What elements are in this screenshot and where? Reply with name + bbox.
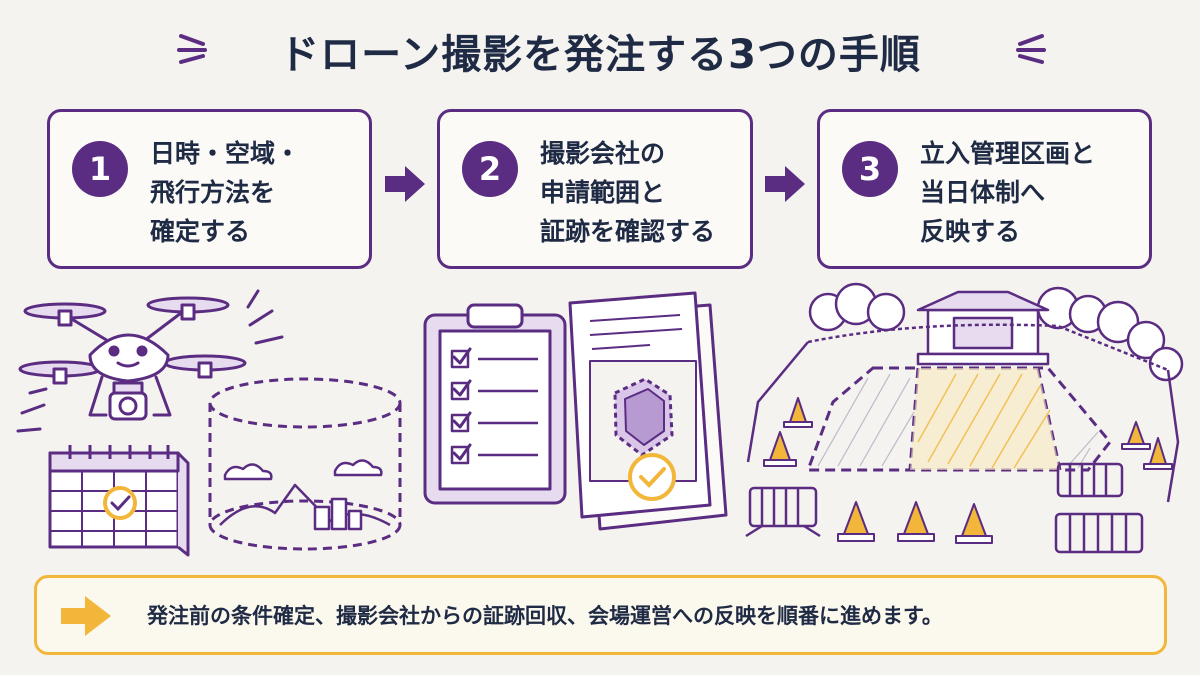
- step-line: 証跡を確認する: [540, 217, 716, 246]
- step-line: 立入管理区画と: [920, 139, 1096, 168]
- step-line: 確定する: [150, 217, 251, 246]
- step-description: 立入管理区画と 当日体制へ 反映する: [920, 134, 1141, 251]
- arrow-right-icon: [61, 596, 111, 636]
- venue-stage-icon: [916, 290, 1050, 366]
- step-number-badge: 2: [462, 141, 518, 197]
- step-line: 当日体制へ: [920, 178, 1046, 207]
- step-description: 日時・空域・ 飛行方法を 確定する: [150, 134, 361, 251]
- summary-text: 発注前の条件確定、撮影会社からの証跡回収、会場運営への反映を順番に進めます。: [147, 604, 943, 628]
- step-card-1: 1 日時・空域・ 飛行方法を 確定する: [47, 109, 372, 269]
- step-card-3: 3 立入管理区画と 当日体制へ 反映する: [817, 109, 1152, 269]
- page-title: ドローン撮影を発注する3つの手順: [279, 32, 921, 78]
- step2-illustration: [423, 291, 728, 531]
- tree-icon: [808, 282, 1184, 382]
- clipboard-checklist-icon: [423, 303, 567, 505]
- airspace-cylinder-icon: [208, 377, 402, 551]
- title-sparkle-left-icon: [177, 34, 207, 64]
- step-line: 撮影会社の: [540, 139, 666, 168]
- barrier-fence-icon: [745, 462, 1144, 554]
- traffic-cone-icon: [763, 397, 1173, 544]
- drone-icon: [18, 296, 247, 421]
- step3-illustration: [745, 282, 1184, 554]
- step-description: 撮影会社の 申請範囲と 証跡を確認する: [540, 134, 742, 251]
- step-number-badge: 1: [72, 141, 128, 197]
- arrow-right-icon: [385, 166, 425, 202]
- step-card-2: 2 撮影会社の 申請範囲と 証跡を確認する: [437, 109, 753, 269]
- step1-illustration: [16, 289, 402, 557]
- permit-document-icon: [568, 291, 728, 531]
- step-line: 申請範囲と: [540, 178, 666, 207]
- step-line: 反映する: [920, 217, 1021, 246]
- restricted-zone: [805, 366, 1112, 472]
- arrow-right-icon: [765, 166, 805, 202]
- summary-banner: 発注前の条件確定、撮影会社からの証跡回収、会場運営への反映を順番に進めます。: [34, 575, 1167, 655]
- title-sparkle-right-icon: [1016, 34, 1046, 64]
- step-line: 日時・空域・: [150, 139, 301, 168]
- step-line: 飛行方法を: [150, 178, 276, 207]
- step-number-badge: 3: [842, 141, 898, 197]
